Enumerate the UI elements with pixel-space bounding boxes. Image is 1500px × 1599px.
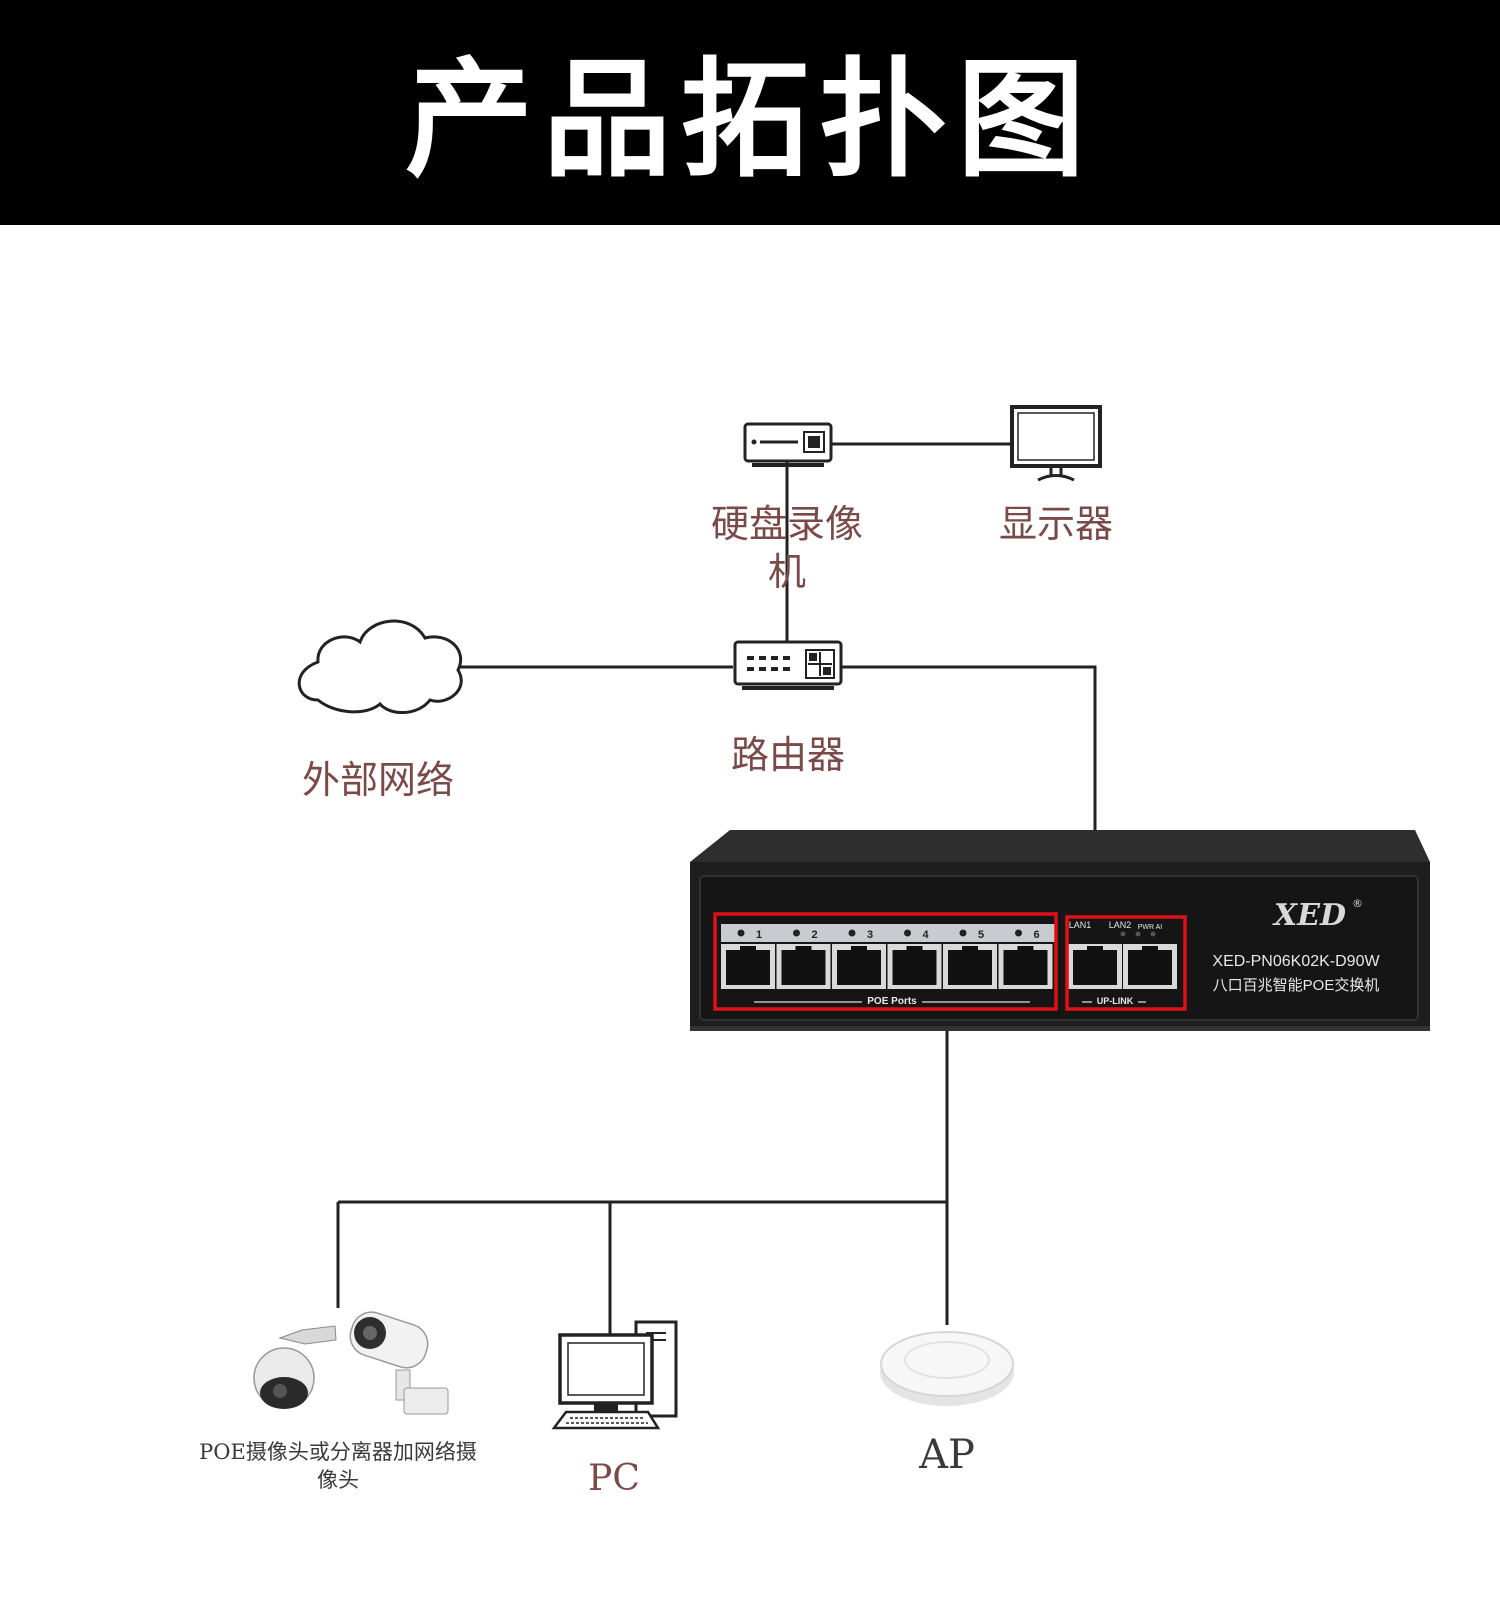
uplink-highlight: [1065, 915, 1187, 1011]
poe-ports-highlight: [713, 912, 1058, 1011]
poe-port-led: [959, 929, 967, 937]
poe-port: [998, 944, 1053, 989]
poe-port-led: [737, 929, 745, 937]
uplink-port: [1123, 944, 1177, 989]
poe-port-number: 2: [812, 929, 818, 941]
switch-top-face: [690, 830, 1430, 862]
switch-description: 八口百兆智能POE交换机: [1213, 976, 1380, 994]
uplink-port-label-lan1: LAN1: [1069, 920, 1092, 930]
indicator-led: [1150, 931, 1156, 937]
cloud-icon: [297, 619, 463, 714]
indicator-led: [1135, 931, 1141, 937]
uplink-port-label-lan2: LAN2: [1109, 920, 1132, 930]
poe-port-label-strip: [721, 924, 1056, 942]
ap-icon: [880, 1331, 1014, 1406]
title-banner: 产品拓扑图: [0, 0, 1500, 225]
ap-label: AP: [918, 1432, 975, 1478]
registered-mark: ®: [1352, 897, 1363, 910]
router-icon: [733, 640, 843, 690]
pc-label: PC: [588, 1458, 640, 1499]
poe-port-led: [793, 929, 800, 937]
poe-port-number: 6: [1034, 929, 1040, 941]
uplink-port-group: [1068, 944, 1177, 989]
poe-port-led: [904, 929, 911, 937]
poe-port: [887, 944, 942, 989]
uplink-caption: UP-LINK: [1097, 996, 1134, 1006]
nvr-icon: [743, 422, 833, 467]
nvr-label-line2: 机: [768, 550, 806, 594]
poe-ports-caption: POE Ports: [867, 996, 917, 1007]
indicator-label: PWR AI: [1138, 924, 1163, 931]
camera-icon: [253, 1311, 449, 1415]
camera-label-line1: POE摄像头或分离器加网络摄: [199, 1440, 477, 1464]
connection-lines: [336, 442, 1097, 1335]
poe-port-number: 4: [923, 929, 930, 941]
router-label: 路由器: [731, 733, 845, 777]
nvr-label-line1: 硬盘录像: [711, 502, 863, 546]
poe-port-group: 1 2 3 4 5 6: [721, 929, 1053, 989]
poe-port-number: 1: [756, 929, 762, 941]
page-title: 产品拓扑图: [404, 46, 1095, 195]
poe-port: [721, 944, 775, 989]
poe-port-number: 3: [867, 929, 873, 941]
switch-model: XED-PN06K02K-D90W: [1212, 953, 1380, 970]
poe-port: [776, 944, 831, 989]
brand-logo: XED: [1272, 898, 1346, 933]
pc-icon: [551, 1320, 678, 1430]
uplink-port: [1068, 944, 1122, 989]
poe-port-led: [1015, 929, 1022, 937]
poe-port-led: [848, 929, 856, 937]
monitor-label: 显示器: [999, 502, 1113, 546]
poe-port-number: 5: [978, 929, 984, 941]
monitor-icon: [1010, 405, 1102, 482]
poe-switch: 1 2 3 4 5 6 POE Ports LAN1 LAN2 PWR AI UP-LIN…: [690, 830, 1430, 1031]
poe-port: [832, 944, 886, 989]
poe-port: [943, 944, 997, 989]
camera-label-line2: 像头: [317, 1468, 359, 1492]
indicator-led: [1120, 931, 1126, 937]
link-router-switch: [842, 665, 1097, 862]
internet-label: 外部网络: [302, 758, 454, 802]
